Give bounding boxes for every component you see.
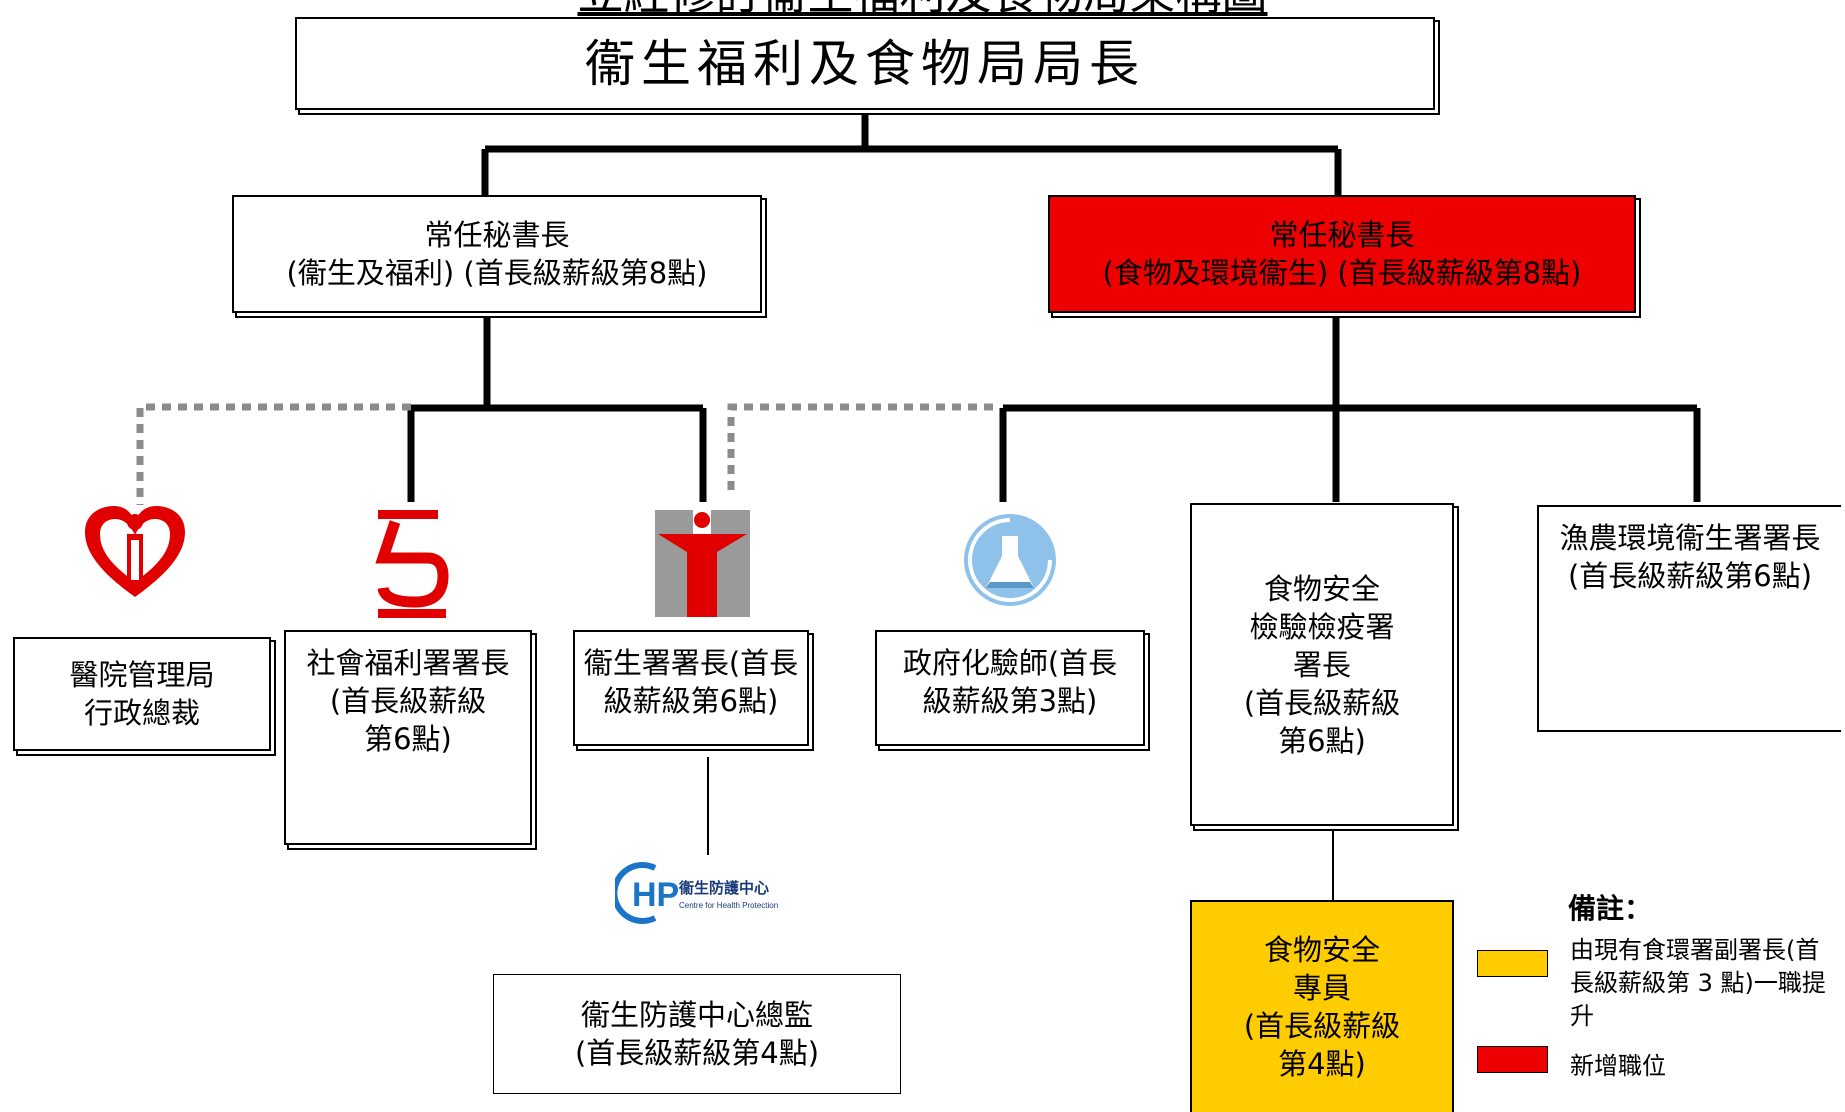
fso-line1: 食物安全 (1263, 933, 1380, 967)
gl-box: 政府化驗師(首長 級薪級第3點) (875, 630, 1145, 746)
dashed-connector-gl (727, 403, 993, 495)
gl-line2: 級薪級第3點) (922, 684, 1098, 718)
ha-line2: 行政總裁 (83, 696, 200, 730)
afcd-line2: (首長級薪級第6點) (1567, 559, 1813, 593)
chp-logo-text: 衞生防護中心 (678, 879, 769, 897)
legend-yellow-text: 由現有食環署副署長(首長級薪級第 3 點)一職提升 (1570, 936, 1826, 1030)
afcd-box: 漁農環境衞生署署長 (首長級薪級第6點) (1537, 505, 1841, 732)
legend-yellow-swatch (1477, 950, 1548, 977)
fso-line4: 第4點) (1278, 1047, 1366, 1081)
ha-box: 醫院管理局 行政總裁 (13, 637, 271, 751)
chp-line2: (首長級薪級第4點) (574, 1036, 820, 1070)
ps-health-line2: (衞生及福利) (首長級薪級第8點) (286, 256, 708, 290)
ps-food-line2: (食物及環境衞生) (首長級薪級第8點) (1102, 256, 1582, 290)
dashed-connector-ha (136, 403, 411, 505)
swd-box: 社會福利署署長 (首長級薪級 第6點) (284, 630, 532, 845)
ps-food-box: 常任秘書長 (食物及環境衞生) (首長級薪級第8點) (1048, 195, 1636, 313)
fso-line2: 專員 (1292, 971, 1351, 1005)
fsd-box: 食物安全 檢驗檢疫署 署長 (首長級薪級 第6點) (1190, 503, 1454, 826)
hospital-authority-logo (85, 506, 185, 597)
ps-food-line1: 常任秘書長 (1269, 218, 1415, 252)
swd-line2: (首長級薪級 (329, 684, 487, 718)
social-welfare-logo (375, 510, 449, 618)
chp-line1: 衞生防護中心總監 (580, 998, 813, 1032)
swd-line1: 社會福利署署長 (306, 646, 510, 680)
fso-box: 食物安全 專員 (首長級薪級 第4點) (1190, 900, 1454, 1112)
secretary-box: 衞生福利及食物局局長 (295, 17, 1435, 110)
chp-logo-mark: HP (632, 876, 679, 914)
fsd-line1: 食物安全 (1263, 571, 1380, 606)
swd-line3: 第6點) (364, 722, 452, 756)
legend-title: 備註： (1568, 892, 1653, 925)
fsd-line3: 署長 (1292, 647, 1351, 682)
gl-line1: 政府化驗師(首長 (902, 646, 1118, 680)
fso-line3: (首長級薪級 (1243, 1009, 1401, 1043)
department-of-health-logo (655, 510, 750, 617)
fsd-line2: 檢驗檢疫署 (1249, 609, 1395, 644)
government-laboratory-logo (964, 514, 1056, 606)
secretary-label: 衞生福利及食物局局長 (585, 34, 1145, 93)
ps-health-line1: 常任秘書長 (424, 218, 570, 252)
chp-box: 衞生防護中心總監 (首長級薪級第4點) (493, 974, 901, 1094)
dh-line2: 級薪級第6點) (603, 684, 779, 718)
ps-health-box: 常任秘書長 (衞生及福利) (首長級薪級第8點) (232, 195, 762, 313)
fsd-line5: 第6點) (1278, 723, 1366, 758)
chart-title: 立經修訂衞生福利及食物局架構圖 (0, 0, 1845, 18)
fsd-line4: (首長級薪級 (1243, 685, 1401, 720)
legend-red-swatch (1477, 1046, 1548, 1073)
ha-line1: 醫院管理局 (69, 658, 215, 692)
centre-for-health-protection-logo: HP 衞生防護中心 Centre for Health Protection (615, 862, 778, 924)
dh-line1: 衞生署署長(首長 (583, 646, 799, 680)
chp-logo-subtitle: Centre for Health Protection (679, 901, 778, 910)
legend-red-text: 新增職位 (1570, 1052, 1666, 1080)
dh-box: 衞生署署長(首長 級薪級第6點) (573, 630, 809, 746)
afcd-line1: 漁農環境衞生署署長 (1559, 521, 1821, 555)
